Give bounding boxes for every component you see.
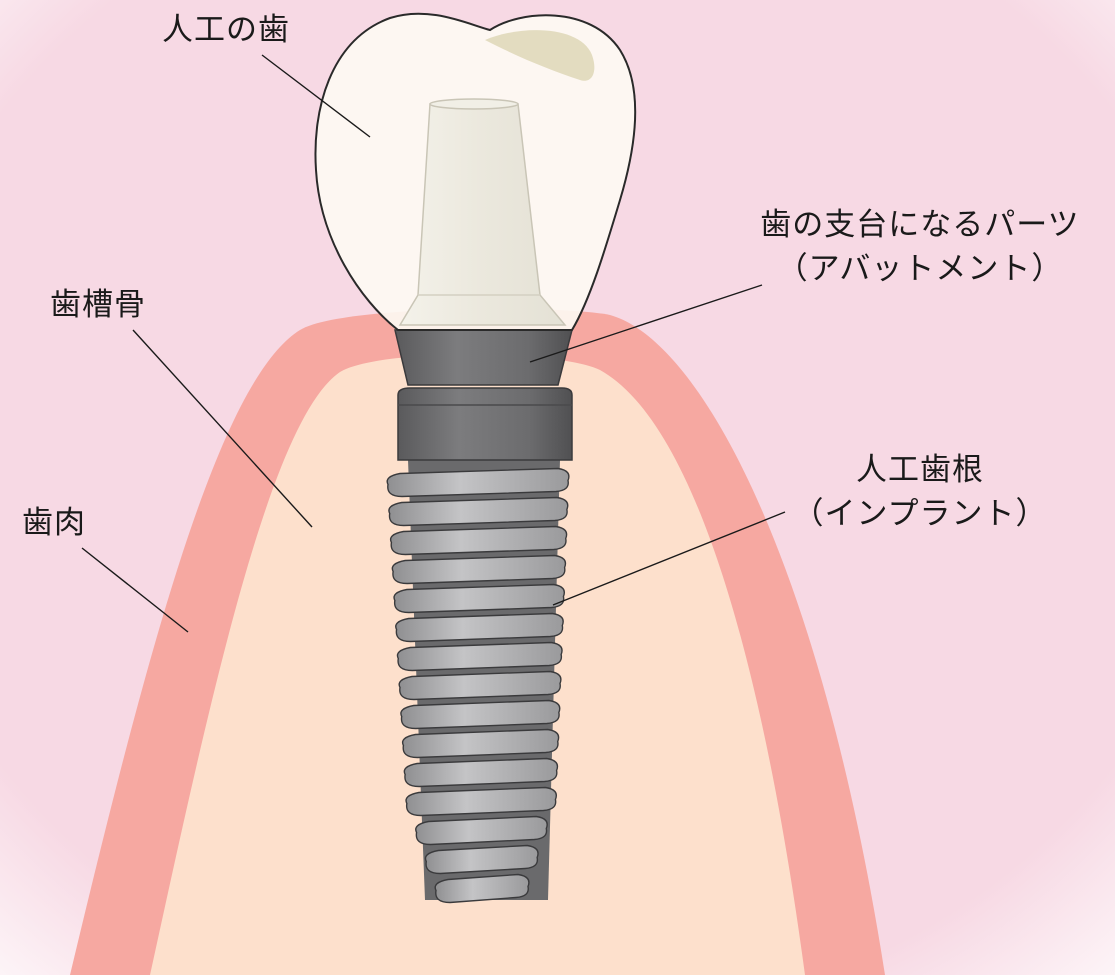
implant-thread (398, 670, 562, 701)
label-gum: 歯肉 (22, 505, 86, 541)
implant-thread (395, 612, 564, 643)
leader-line-implant (552, 511, 786, 606)
implant-thread (424, 844, 539, 875)
label-implant: 人工歯根 （インプラント） (770, 450, 1070, 534)
label-implant-line1: 人工歯根 (856, 452, 984, 488)
implant-threads (386, 460, 570, 904)
label-artificial-tooth: 人工の歯 (162, 12, 290, 48)
leader-line-artificial-tooth (261, 54, 371, 138)
abutment-core-top (429, 98, 519, 110)
implant-thread (386, 467, 570, 498)
implant-thread (389, 525, 568, 556)
crown-stain (485, 30, 595, 81)
implant-thread (396, 641, 563, 672)
implant-thread (403, 757, 559, 788)
leader-line-alveolar-bone (132, 329, 313, 528)
label-abutment: 歯の支台になるパーツ （アバットメント） (740, 205, 1100, 289)
implant-thread (388, 496, 569, 527)
implant-collar (397, 387, 573, 461)
leader-line-abutment (529, 284, 763, 363)
label-abutment-line1: 歯の支台になるパーツ (760, 207, 1080, 243)
implant-thread (405, 786, 558, 817)
implant-thread (401, 728, 560, 759)
label-abutment-line2: （アバットメント） (776, 251, 1064, 287)
leader-line-gum (81, 547, 189, 633)
label-alveolar-bone: 歯槽骨 (50, 287, 146, 323)
label-implant-line2: （インプラント） (792, 496, 1048, 532)
implant-thread (400, 699, 561, 730)
leader-lines (81, 54, 786, 633)
implant-thread (391, 554, 567, 585)
implant-thread (393, 583, 566, 614)
implant-thread (415, 815, 548, 846)
implant-thread (434, 873, 530, 904)
